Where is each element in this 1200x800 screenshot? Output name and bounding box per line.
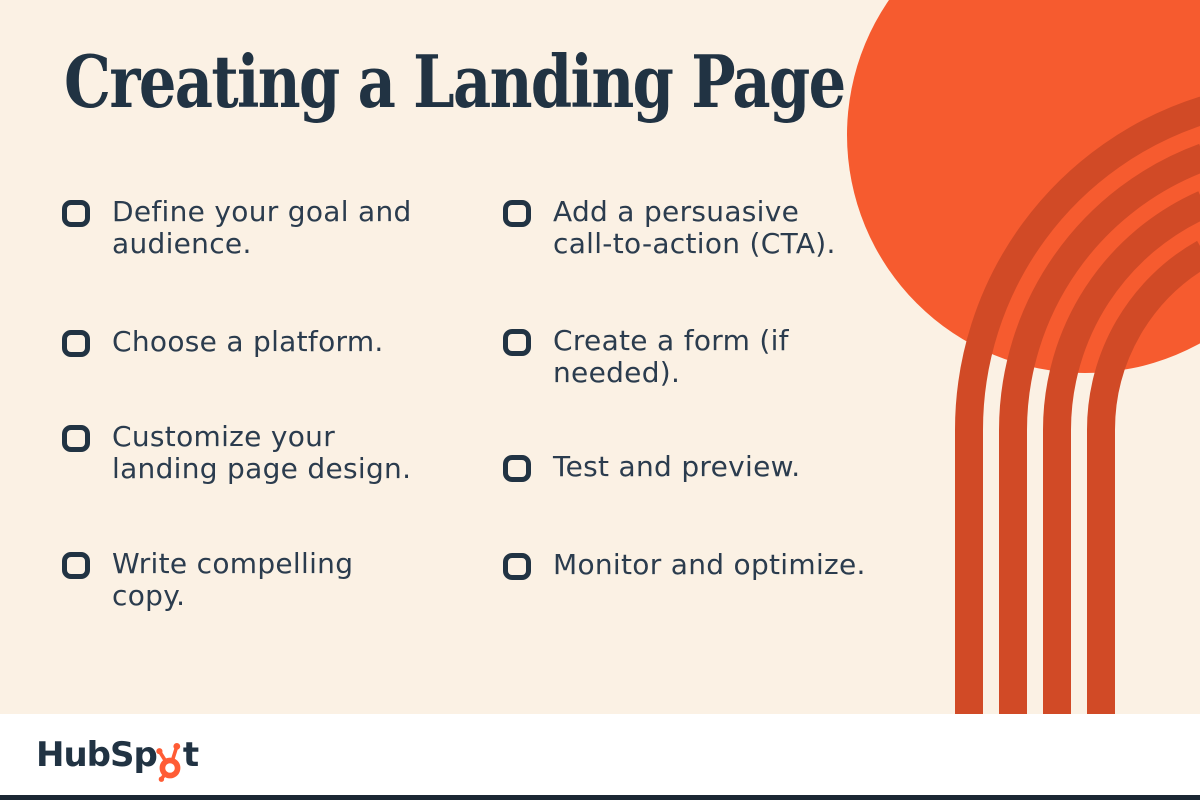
hubspot-sprocket-icon [156,743,181,782]
checkbox-icon[interactable] [62,200,90,227]
checklist-item-label: Test and preview. [553,450,801,483]
decorative-arch [1042,191,1200,714]
checkbox-icon[interactable] [62,552,90,579]
checklist-item: Customize your landing page design. [62,421,411,485]
decorative-arch [1086,240,1200,714]
checkbox-icon[interactable] [62,425,90,452]
page-title: Creating a Landing Page [64,39,846,124]
checkbox-icon[interactable] [503,329,531,356]
logo-text-suffix: t [182,735,199,775]
checklist-item-label: Monitor and optimize. [553,548,866,581]
checkbox-icon[interactable] [503,455,531,482]
decorative-arch [999,143,1200,714]
decorative-graphic [847,0,1200,714]
footer-bar [0,795,1200,800]
checklist-item: Write compelling copy. [62,548,353,612]
checklist-item: Create a form (if needed). [503,325,789,389]
checklist-item: Add a persuasive call-to-action (CTA). [503,196,836,260]
checkbox-icon[interactable] [62,330,90,357]
poster-background: Creating a Landing Page Define your goal… [0,0,1200,714]
logo-text-prefix: HubSp [36,735,158,775]
checklist-item-label: Choose a platform. [112,325,384,358]
checkbox-icon[interactable] [503,553,531,580]
checklist-item-label: Create a form (if needed). [553,324,789,389]
checklist-item-label: Write compelling copy. [112,547,354,612]
checklist-item-label: Add a persuasive call-to-action (CTA). [553,195,836,260]
checkbox-icon[interactable] [503,200,531,227]
decorative-arches [954,96,1200,714]
checklist-item: Define your goal and audience. [62,196,412,260]
checklist-item: Choose a platform. [62,326,384,358]
checklist-item-label: Define your goal and audience. [112,195,412,260]
footer: HubSp t [0,714,1200,795]
hubspot-logo: HubSp t [36,735,199,782]
decorative-arch [954,96,1200,714]
checklist-item: Monitor and optimize. [503,549,866,581]
checklist-item: Test and preview. [503,451,800,483]
checklist-item-label: Customize your landing page design. [112,420,412,485]
